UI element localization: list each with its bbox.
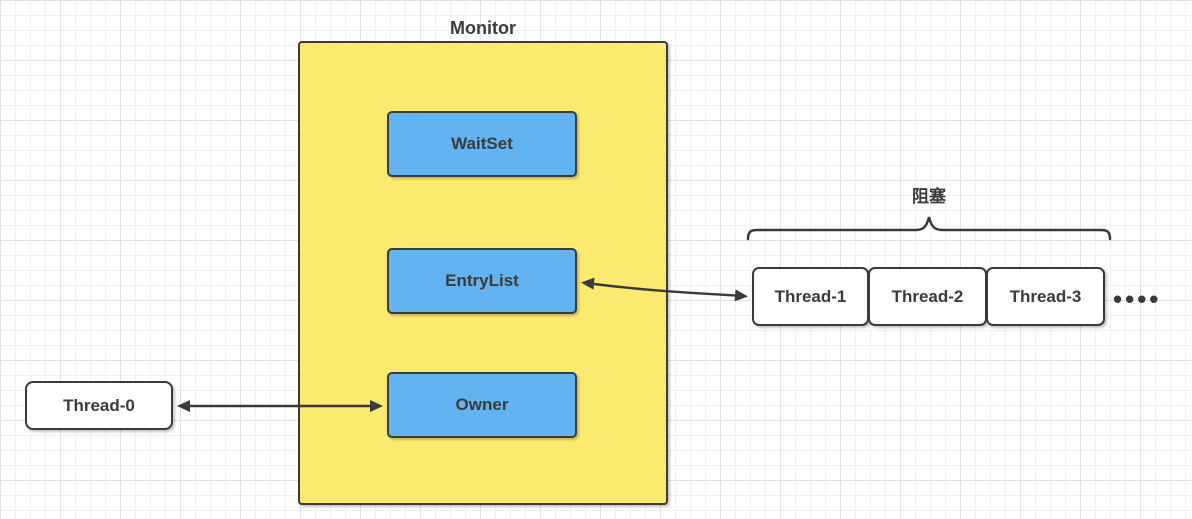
thread-1-box: Thread-1: [752, 267, 869, 326]
thread-3-box: Thread-3: [986, 267, 1105, 326]
blocked-brace: [746, 216, 1112, 241]
blocked-group-label: 阻塞: [912, 187, 946, 206]
owner-label: Owner: [455, 395, 509, 414]
thread-0-box: Thread-0: [25, 381, 173, 430]
owner-box: Owner: [387, 372, 577, 438]
waitset-label: WaitSet: [451, 134, 513, 153]
monitor-title: Monitor: [450, 18, 516, 38]
entrylist-box: EntryList: [387, 248, 577, 314]
entrylist-label: EntryList: [445, 271, 519, 290]
thread-2-label: Thread-2: [891, 286, 964, 306]
more-threads-ellipsis: ••••: [1113, 284, 1162, 314]
thread-2-box: Thread-2: [868, 267, 987, 326]
thread-1-label: Thread-1: [774, 286, 847, 306]
waitset-box: WaitSet: [387, 111, 577, 177]
thread-0-label: Thread-0: [63, 395, 135, 415]
thread-3-label: Thread-3: [1009, 286, 1082, 306]
